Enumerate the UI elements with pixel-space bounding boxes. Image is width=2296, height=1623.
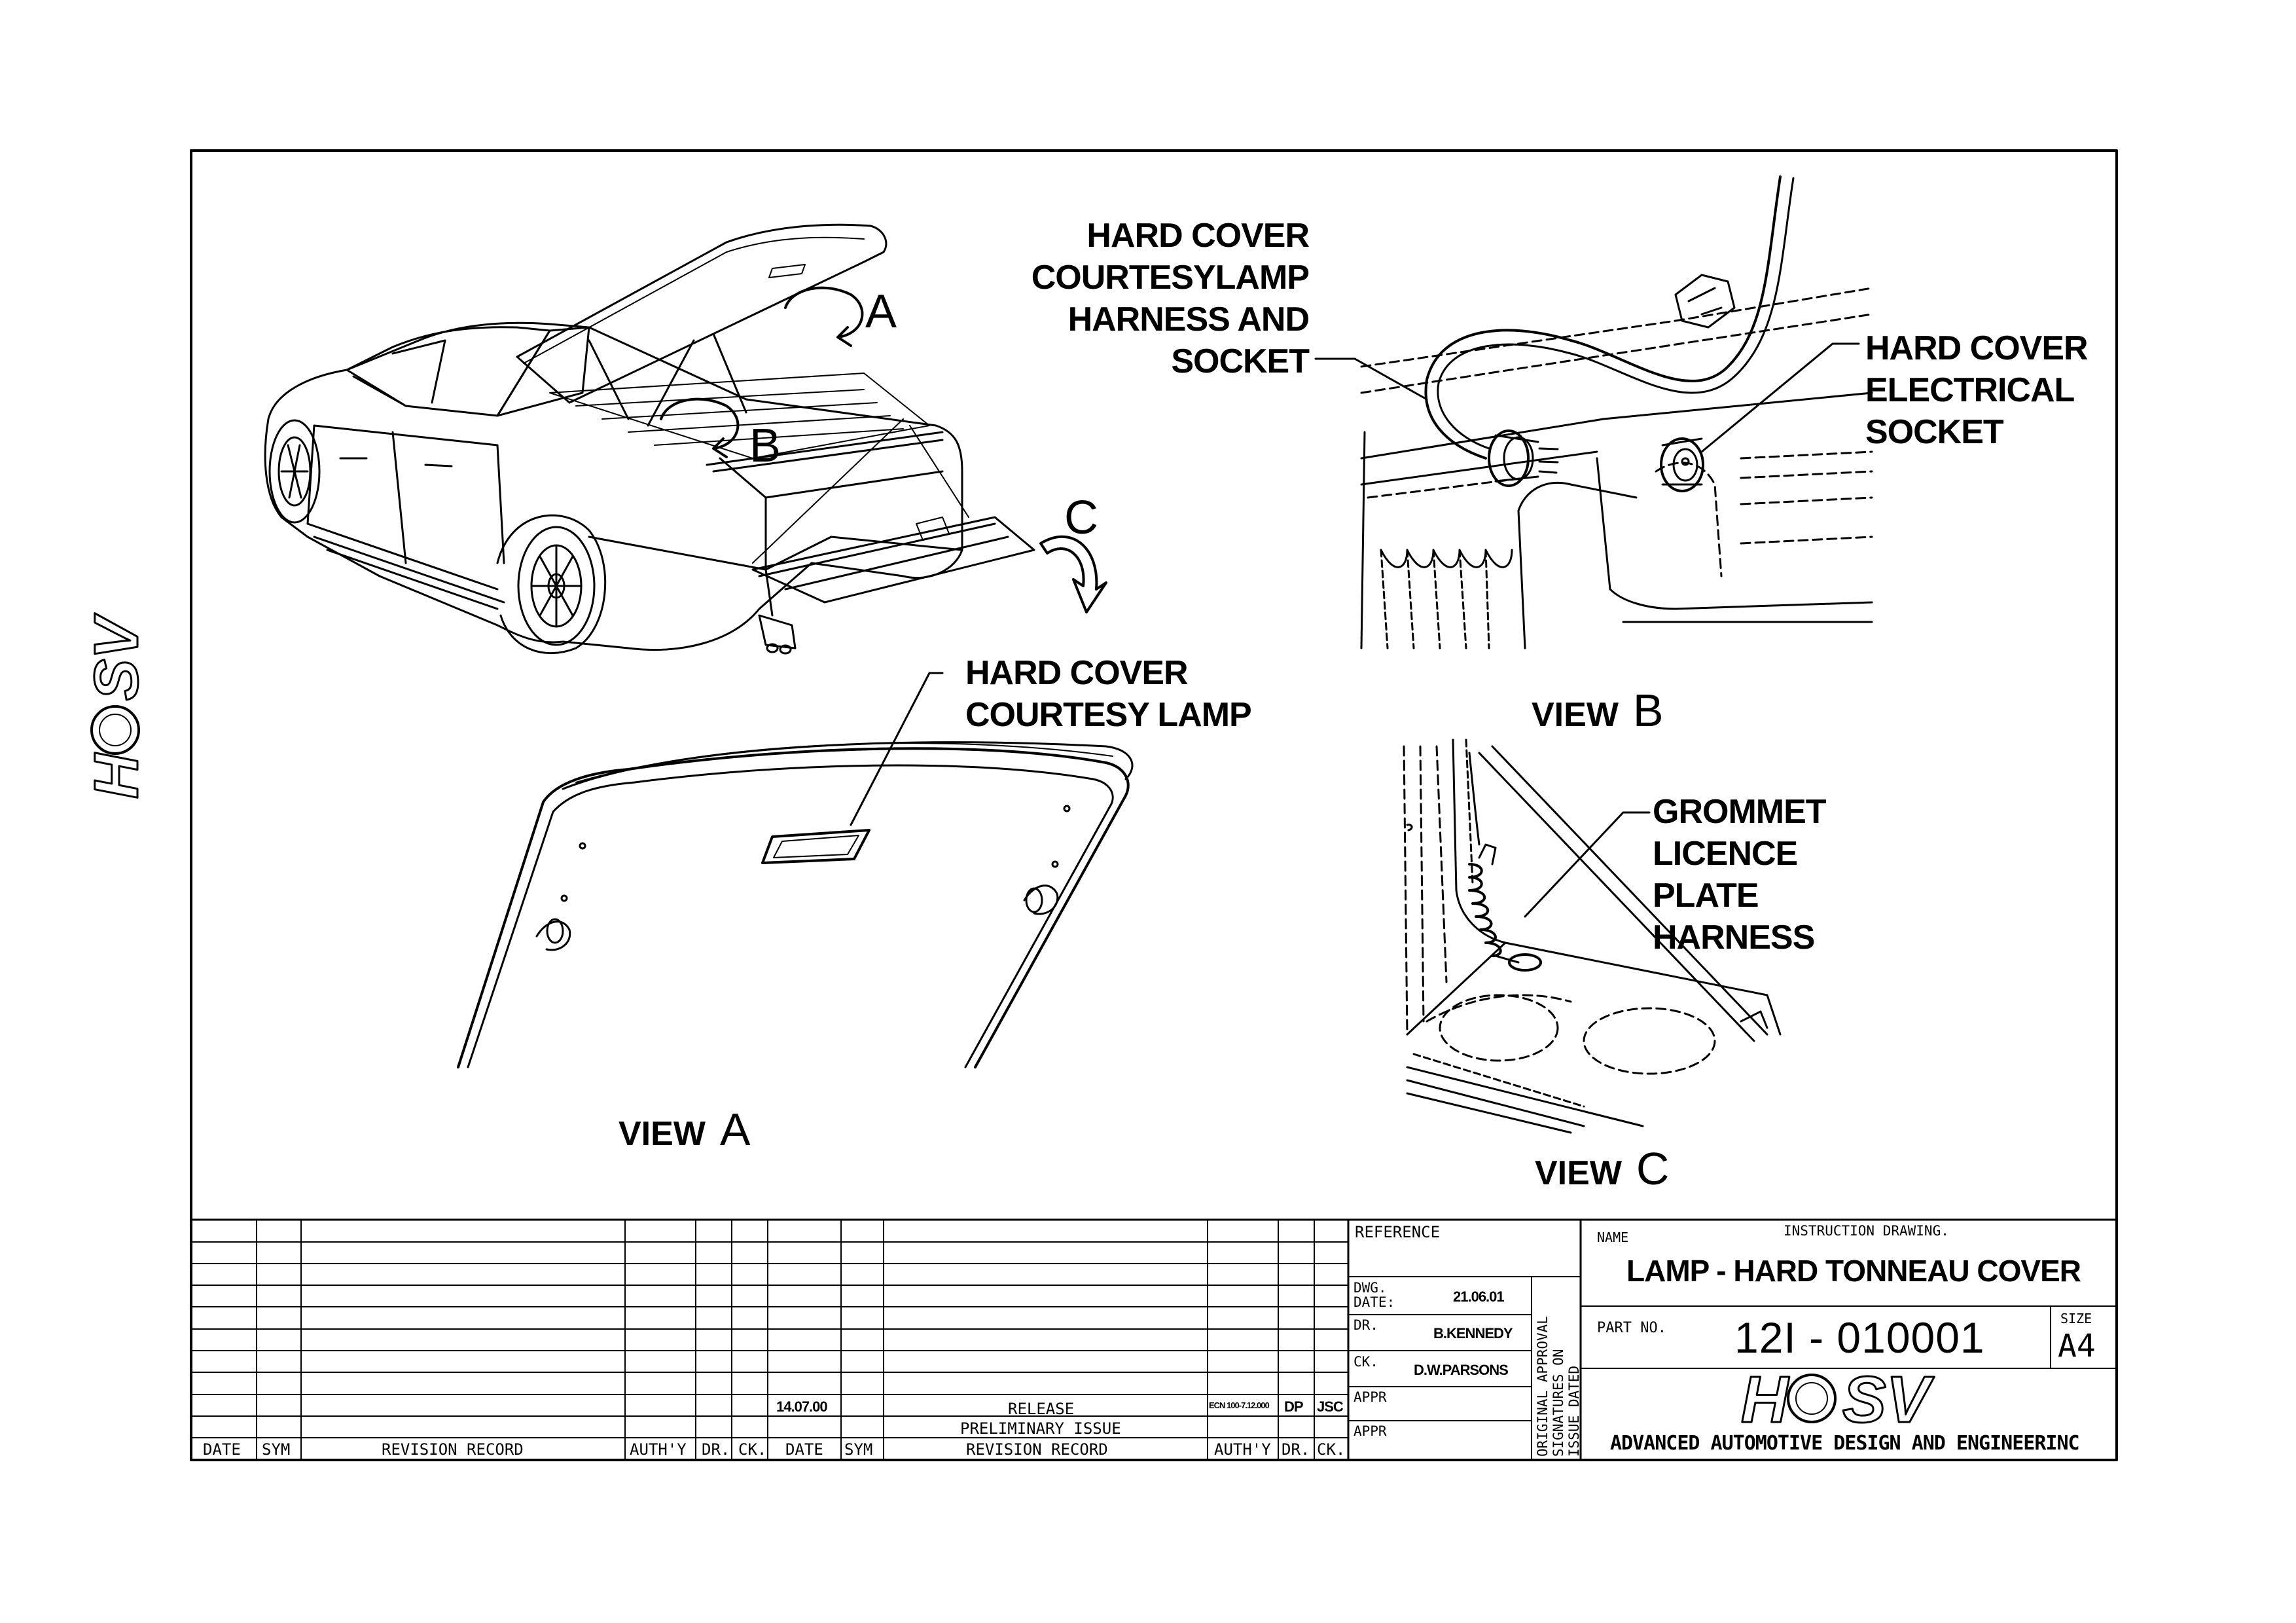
rev-header-ck-2: CK.: [1317, 1440, 1346, 1459]
view-a-hard-cover-illustration: [457, 672, 1134, 1068]
dwg-date-value: 21.06.01: [1453, 1288, 1505, 1305]
svg-text:H: H: [82, 752, 151, 799]
appr-label: APPR: [1354, 1389, 1387, 1405]
callout-line: PLATE: [1653, 877, 1759, 915]
rev-header-date: DATE: [203, 1440, 241, 1459]
drawing-title: LAMP - HARD TONNEAU COVER: [1626, 1254, 2081, 1288]
callout-line: HARD COVER: [1865, 329, 2089, 367]
rev-header-sym: SYM: [262, 1440, 291, 1459]
callout-line: HARD COVER: [1086, 217, 1310, 255]
revision-record-preliminary: PRELIMINARY ISSUE: [960, 1419, 1121, 1438]
dwg-date-label: DWG. DATE:: [1354, 1280, 1395, 1310]
approval-note: ORIGINAL APPROVAL SIGNATURES ON ISSUE DA…: [1535, 1316, 1582, 1457]
revision-ck: JSC: [1317, 1398, 1344, 1415]
view-word: VIEW: [1532, 696, 1619, 734]
detail-letter-c: C: [1064, 492, 1098, 544]
rev-header-dr: DR.: [702, 1440, 730, 1459]
rev-header-record: REVISION RECORD: [382, 1440, 524, 1459]
callout-line: SOCKET: [1865, 413, 2004, 451]
dr-label: DR.: [1354, 1317, 1378, 1333]
callout-line: HARNESS: [1653, 919, 1815, 957]
part-number: 12I - 010001: [1734, 1313, 1985, 1362]
revision-record: RELEASE: [1008, 1400, 1075, 1418]
revision-date: 14.07.00: [776, 1398, 828, 1415]
callout-line: COURTESY LAMP: [965, 696, 1252, 734]
reference-label: REFERENCE: [1355, 1223, 1441, 1241]
view-a-label: VIEW A: [619, 1106, 751, 1152]
revision-dr: DP: [1284, 1398, 1304, 1415]
svg-text:SV: SV: [82, 613, 151, 701]
drawing-type: INSTRUCTION DRAWING.: [1784, 1223, 1949, 1239]
callout-line: SOCKET: [1171, 342, 1310, 380]
view-letter: A: [719, 1104, 751, 1155]
rev-header-date-2: DATE: [785, 1440, 823, 1459]
ck-label: CK.: [1354, 1354, 1378, 1370]
revision-auth: ECN 100-7.12.000: [1209, 1400, 1270, 1410]
svg-text:SV: SV: [1842, 1363, 1935, 1436]
rev-header-auth: AUTH'Y: [630, 1440, 687, 1459]
view-word: VIEW: [1535, 1154, 1622, 1192]
callout-line: HARD COVER: [965, 654, 1189, 692]
ck-value: D.W.PARSONS: [1414, 1362, 1509, 1378]
callout-line: HARNESS AND: [1067, 301, 1310, 338]
callout-courtesy-lamp-harness: HARD COVER COURTESYLAMP HARNESS AND SOCK…: [982, 215, 1310, 382]
approval-line: SIGNATURES ON: [1551, 1349, 1566, 1457]
size-value: A4: [2058, 1328, 2096, 1364]
title-block-hsv-logo: H SV: [1740, 1362, 1936, 1438]
svg-text:H: H: [1741, 1363, 1789, 1436]
view-b-socket-illustration: [1314, 175, 1873, 649]
detail-letter-a: A: [865, 285, 897, 338]
callout-line: COURTESYLAMP: [1031, 259, 1310, 297]
name-label: NAME: [1597, 1230, 1629, 1245]
callout-line: GROMMET: [1653, 793, 1827, 831]
appr2-label: APPR: [1354, 1423, 1387, 1439]
view-c-label: VIEW C: [1535, 1146, 1669, 1192]
size-label: SIZE: [2060, 1311, 2092, 1326]
side-hsv-logo: H SV: [81, 612, 152, 799]
view-c-grommet-illustration: [1403, 739, 1782, 1134]
rev-header-record-2: REVISION RECORD: [966, 1440, 1108, 1459]
callout-courtesy-lamp: HARD COVER COURTESY LAMP: [965, 652, 1252, 736]
callout-line: ELECTRICAL: [1865, 371, 2075, 409]
callout-line: LICENCE: [1653, 835, 1798, 873]
approval-line: ORIGINAL APPROVAL: [1535, 1316, 1551, 1457]
view-b-label: VIEW B: [1532, 687, 1664, 733]
view-letter: C: [1636, 1143, 1670, 1194]
rev-header-auth-2: AUTH'Y: [1214, 1440, 1271, 1459]
view-letter: B: [1632, 685, 1664, 736]
approval-line: ISSUE DATED: [1566, 1365, 1582, 1457]
view-word: VIEW: [619, 1115, 706, 1153]
rev-header-dr-2: DR.: [1282, 1440, 1310, 1459]
rev-header-sym-2: SYM: [844, 1440, 873, 1459]
part-no-label: PART NO.: [1597, 1320, 1666, 1336]
drawing-border: [190, 149, 2118, 1461]
dr-value: B.KENNEDY: [1433, 1325, 1513, 1341]
rev-header-ck: CK.: [738, 1440, 767, 1459]
callout-grommet-harness: GROMMET LICENCE PLATE HARNESS: [1653, 791, 1827, 958]
detail-letter-b: B: [749, 420, 781, 472]
title-block-grid: [190, 1218, 2118, 1461]
ute-vehicle-illustration: [264, 223, 1107, 655]
company-name: ADVANCED AUTOMOTIVE DESIGN AND ENGINEERI…: [1610, 1432, 2080, 1455]
callout-electrical-socket: HARD COVER ELECTRICAL SOCKET: [1865, 327, 2089, 453]
